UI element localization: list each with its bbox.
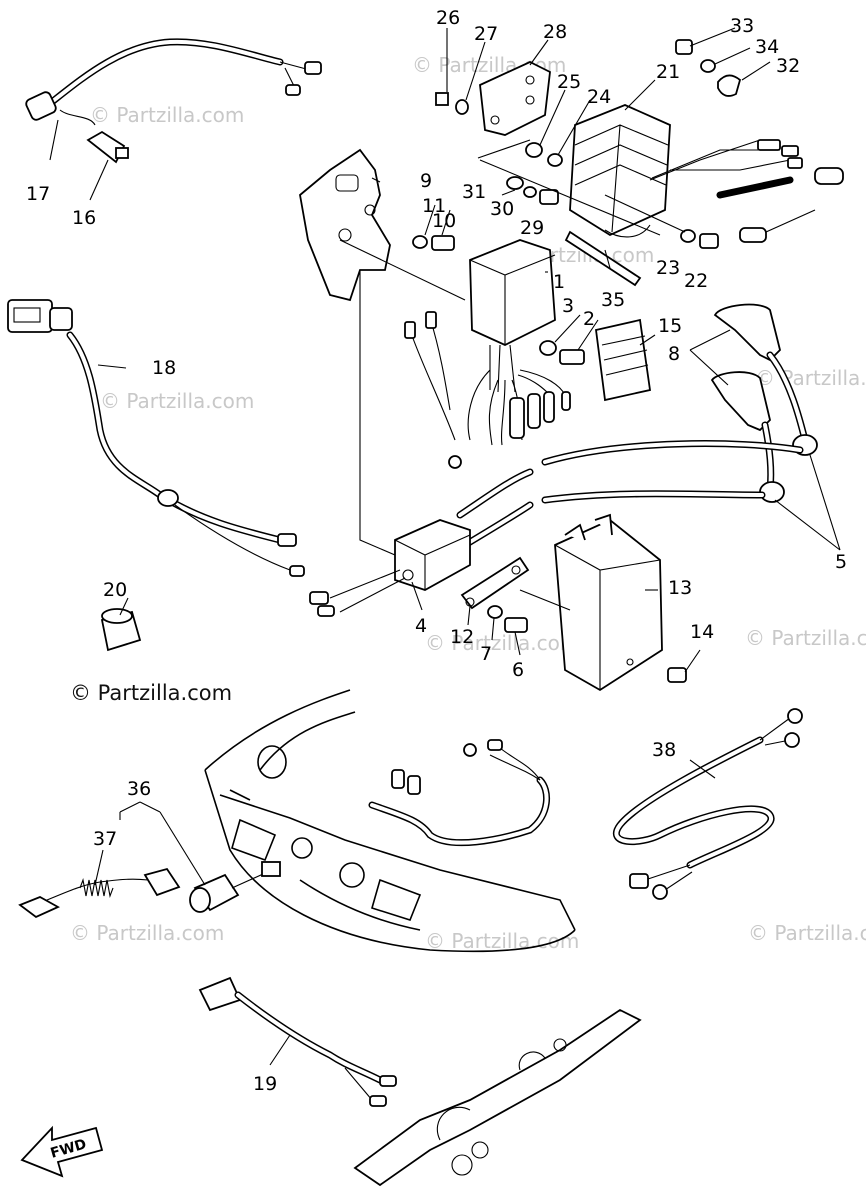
callout-26: 26 xyxy=(436,7,460,29)
callout-18: 18 xyxy=(152,357,176,379)
part-19-sensor xyxy=(198,976,397,1107)
callout-2: 2 xyxy=(583,308,595,330)
watermarks: © Partzilla.com © Partzilla.com © Partzi… xyxy=(70,53,866,953)
bolt-6 xyxy=(504,617,528,633)
washer-30 xyxy=(523,186,537,198)
callout-17: 17 xyxy=(26,183,50,205)
callout-12: 12 xyxy=(450,626,474,648)
callout-38: 38 xyxy=(652,739,676,761)
part-36-stop-switch xyxy=(18,861,281,919)
watermark: © Partzilla.com xyxy=(425,929,579,953)
part-9-bracket xyxy=(299,148,391,302)
part-28-bracket xyxy=(479,61,551,136)
watermark: © Partzilla.com xyxy=(425,631,579,655)
lower-bracket xyxy=(353,1008,642,1187)
watermark: © Partzilla.com xyxy=(90,103,244,127)
callout-7: 7 xyxy=(480,643,492,665)
callout-37: 37 xyxy=(93,828,117,850)
callout-6: 6 xyxy=(512,659,524,681)
screw-14 xyxy=(667,667,687,683)
watermark: © Partzilla.com xyxy=(100,389,254,413)
watermark: © Partzilla.com xyxy=(748,921,866,945)
callout-36: 36 xyxy=(127,778,151,800)
watermark-main: © Partzilla.com xyxy=(70,681,232,705)
callout-29: 29 xyxy=(520,217,544,239)
callout-13: 13 xyxy=(668,577,692,599)
washer-27 xyxy=(455,99,469,115)
callout-28: 28 xyxy=(543,21,567,43)
part-18-harness xyxy=(7,299,305,577)
callout-4: 4 xyxy=(415,615,427,637)
callout-10: 10 xyxy=(432,210,456,232)
callout-23: 23 xyxy=(656,257,680,279)
nut-26 xyxy=(435,92,449,106)
fwd-arrow-icon: FWD xyxy=(20,1125,104,1178)
washer-25 xyxy=(525,142,543,158)
hardware xyxy=(412,39,742,683)
washer-11 xyxy=(412,235,428,249)
callout-16: 16 xyxy=(72,207,96,229)
part-21-rectifier xyxy=(569,104,844,243)
bolt-29 xyxy=(539,189,559,205)
part-15-clip xyxy=(595,318,652,402)
callout-19: 19 xyxy=(253,1073,277,1095)
bottom-cowling xyxy=(204,689,576,953)
callout-34: 34 xyxy=(755,36,779,58)
bolt-10 xyxy=(431,235,455,251)
callout-1: 1 xyxy=(553,271,565,293)
cowl-harness xyxy=(368,739,551,847)
callouts: 1 2 3 4 5 6 7 8 9 10 11 12 13 14 15 16 1… xyxy=(26,7,847,1095)
callout-35: 35 xyxy=(601,289,625,311)
leader-lines xyxy=(339,139,686,611)
part-13-box xyxy=(554,513,663,692)
part-1-cdi-unit xyxy=(404,239,571,469)
callout-3: 3 xyxy=(562,295,574,317)
tie-35 xyxy=(564,230,642,287)
part-38-harness xyxy=(612,708,803,900)
callout-15: 15 xyxy=(658,315,682,337)
callout-32: 32 xyxy=(776,55,800,77)
callout-20: 20 xyxy=(103,579,127,601)
callout-31: 31 xyxy=(462,181,486,203)
washer-3 xyxy=(539,340,557,356)
callout-24: 24 xyxy=(587,86,611,108)
part-17-cable xyxy=(25,38,322,164)
part-4-ignition-coil xyxy=(309,519,471,617)
washer-34 xyxy=(700,59,716,73)
bolt-33 xyxy=(675,39,693,55)
callout-25: 25 xyxy=(557,71,581,93)
part-8-plug-caps xyxy=(456,303,818,549)
callout-11: 11 xyxy=(422,195,446,217)
callout-21: 21 xyxy=(656,61,680,83)
part-12-bracket xyxy=(460,556,530,610)
callout-30: 30 xyxy=(490,198,514,220)
bolt-2 xyxy=(559,349,585,365)
clamp-32 xyxy=(717,74,742,97)
washer-23 xyxy=(680,229,696,243)
washer-7 xyxy=(487,605,503,619)
callout-22: 22 xyxy=(684,270,708,292)
callout-9: 9 xyxy=(420,170,432,192)
callout-33: 33 xyxy=(730,15,754,37)
watermark: © Partzilla.com xyxy=(70,921,224,945)
washer-31 xyxy=(506,176,524,190)
callout-8: 8 xyxy=(668,343,680,365)
washer-24 xyxy=(547,153,563,167)
part-20-grommet xyxy=(100,608,142,652)
callout-14: 14 xyxy=(690,621,714,643)
callout-27: 27 xyxy=(474,23,498,45)
callout-5: 5 xyxy=(835,551,847,573)
bolt-22 xyxy=(699,233,719,249)
callout-lines xyxy=(49,27,841,1066)
watermark: © Partzilla.com xyxy=(745,626,866,650)
watermark: © Partzilla.com xyxy=(755,366,866,390)
